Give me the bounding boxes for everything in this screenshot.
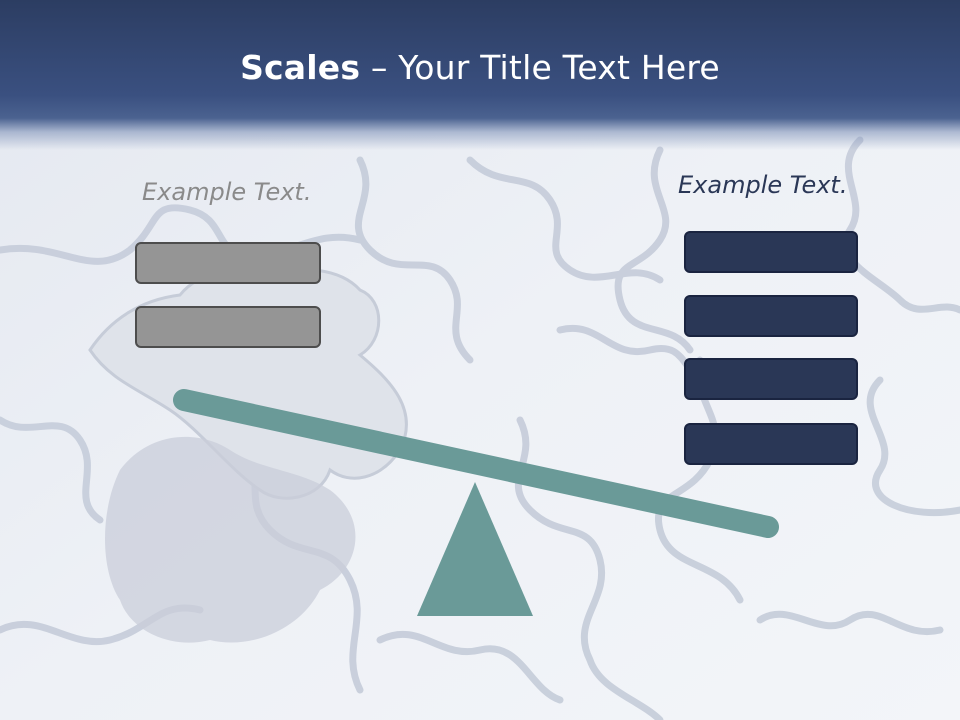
right-box-3: [684, 358, 858, 400]
title-rest: – Your Title Text Here: [360, 48, 720, 87]
right-box-4: [684, 423, 858, 465]
right-label: Example Text.: [678, 171, 848, 199]
left-box-1: [135, 242, 321, 284]
title-bar: [0, 0, 960, 150]
right-box-2: [684, 295, 858, 337]
title-bold-part: Scales: [240, 48, 361, 87]
left-label: Example Text.: [142, 178, 312, 206]
slide-title: Scales – Your Title Text Here: [0, 48, 960, 87]
right-box-1: [684, 231, 858, 273]
left-box-2: [135, 306, 321, 348]
